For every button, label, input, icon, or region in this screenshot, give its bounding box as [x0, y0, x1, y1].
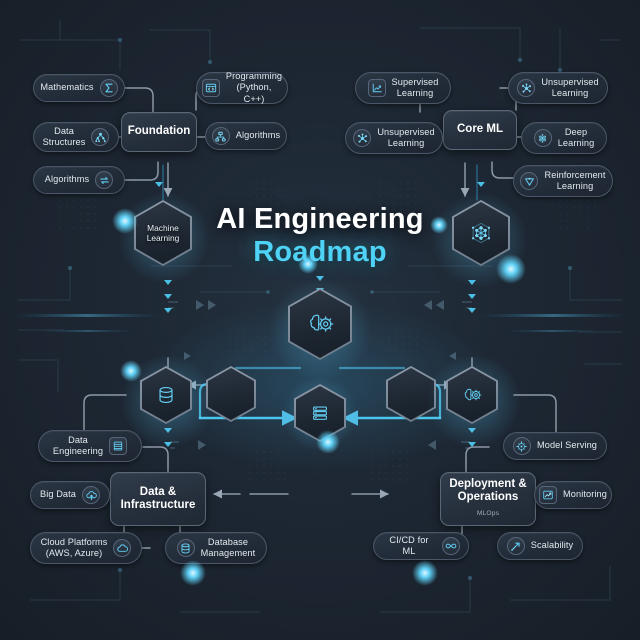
line-chart-icon [367, 79, 386, 97]
server-stack-icon [313, 406, 327, 420]
pill-label: Monitoring [563, 489, 607, 500]
hub-sublabel: MLOps [476, 509, 500, 517]
pill-label: Reinforcement Learning [544, 169, 606, 192]
hub-core-ml[interactable]: Core ML [443, 110, 517, 150]
gear-network-icon [512, 437, 531, 455]
database-list-icon [109, 437, 128, 455]
branch-data-structures[interactable]: Data Structures [33, 122, 119, 152]
pill-label: Big Data [39, 489, 77, 500]
pill-label: Algorithms [235, 130, 281, 141]
swap-arrows-icon [95, 171, 114, 189]
database-icon [159, 386, 173, 404]
pill-label: Unsupervised Learning [541, 76, 599, 99]
cloud-upload-icon [82, 486, 101, 504]
pill-label: Programming (Python, C++) [225, 70, 283, 104]
branch-unsupervised-learning-right[interactable]: Unsupervised Learning [508, 72, 608, 104]
reward-path-icon [520, 172, 539, 190]
hub-label: Data & Infrastructure [120, 485, 196, 512]
branch-scalability[interactable]: Scalability [497, 532, 583, 560]
hub-label: Deployment & Operations [449, 477, 527, 504]
branch-deep-learning[interactable]: Deep Learning [521, 122, 607, 154]
hex-node-database[interactable] [140, 366, 192, 424]
branch-reinforcement-learning[interactable]: Reinforcement Learning [513, 165, 613, 197]
branch-supervised-learning[interactable]: Supervised Learning [355, 72, 451, 104]
branch-database-management[interactable]: Database Management [165, 532, 267, 564]
sigma-icon [99, 79, 118, 97]
neural-network-icon [471, 222, 491, 244]
hierarchy-icon [211, 127, 230, 145]
pill-label: CI/CD for ML [389, 534, 429, 557]
hub-label: Core ML [457, 123, 503, 136]
cluster-icon [353, 129, 372, 147]
pill-label: Algorithms [44, 174, 90, 185]
branch-algorithms-hierarchy[interactable]: Algorithms [205, 122, 287, 150]
cloud-icon [113, 539, 132, 557]
branch-cloud-platforms[interactable]: Cloud Platforms (AWS, Azure) [30, 532, 142, 564]
branch-mathematics[interactable]: Mathematics [33, 74, 125, 102]
pill-label: Unsupervised Learning [377, 126, 435, 149]
hex-node-blank-right[interactable] [386, 366, 436, 422]
hub-foundation[interactable]: Foundation [121, 112, 197, 152]
brain-gear-icon [310, 314, 334, 332]
branch-data-engineering[interactable]: Data Engineering [38, 430, 142, 462]
branch-monitoring[interactable]: Monitoring [534, 481, 612, 509]
branch-algorithms-swap[interactable]: Algorithms [33, 166, 125, 194]
hub-deployment-operations[interactable]: Deployment & Operations MLOps [440, 472, 536, 526]
db-cylinder-icon [176, 539, 195, 557]
branch-big-data[interactable]: Big Data [30, 481, 110, 509]
hub-label: Foundation [127, 125, 191, 138]
hub-data-infrastructure[interactable]: Data & Infrastructure [110, 472, 206, 526]
pill-label: Cloud Platforms (AWS, Azure) [40, 536, 108, 559]
code-window-icon [201, 79, 220, 97]
branch-programming[interactable]: Programming (Python, C++) [196, 70, 288, 104]
brain-gear-icon [464, 388, 482, 401]
pill-label: Mathematics [40, 82, 94, 93]
pill-label: Data Structures [42, 125, 86, 148]
branch-unsupervised-learning-left[interactable]: Unsupervised Learning [345, 122, 443, 154]
chart-box-icon [539, 486, 558, 504]
pill-label: Model Serving [536, 440, 598, 451]
pill-label: Supervised Learning [391, 76, 439, 99]
pill-label: Deep Learning [557, 126, 595, 149]
infinity-icon [442, 537, 460, 555]
branch-model-serving[interactable]: Model Serving [503, 432, 607, 460]
hex-node-machine-learning[interactable]: Machine Learning [134, 200, 192, 266]
pill-label: Database Management [200, 536, 256, 559]
branch-cicd-for-ml[interactable]: CI/CD for ML [373, 532, 469, 560]
trend-up-icon [506, 537, 525, 555]
tree-nodes-icon [91, 128, 110, 146]
hex-node-blank-left[interactable] [206, 366, 256, 422]
neural-net-icon [533, 129, 552, 147]
cluster-icon [517, 79, 536, 97]
pill-label: Scalability [530, 540, 574, 551]
hex-label: Machine Learning [146, 223, 180, 243]
pill-label: Data Engineering [52, 434, 104, 457]
